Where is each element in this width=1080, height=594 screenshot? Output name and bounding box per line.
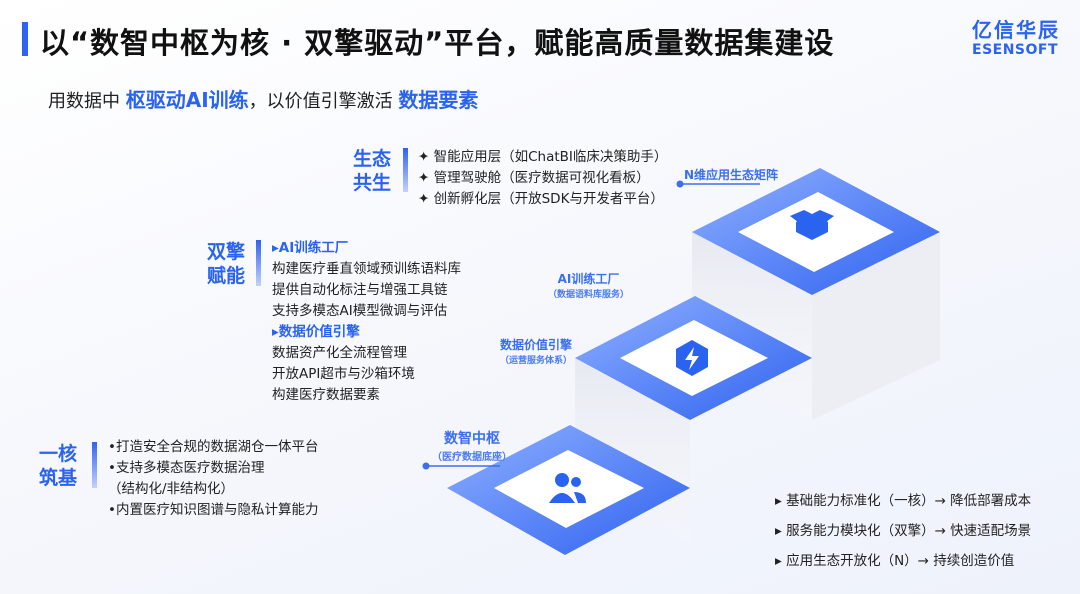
value-engine-title: 数据价值引擎 [500, 338, 573, 352]
subtitle-highlight1: 枢驱动AI训练 [125, 88, 249, 112]
summary-item: ▸ 应用生态开放化（N）→ 持续创造价值 [775, 553, 1015, 569]
ai-factory-label: AI训练工厂 （数据语料库服务） [548, 270, 629, 300]
ecosystem-item: ✦ 创新孵化层（开放SDK与开发者平台） [418, 191, 664, 207]
core-item: （结构化/非结构化） [108, 481, 235, 497]
logo-english: ESENSOFT [972, 42, 1059, 58]
summary-item: ▸ 基础能力标准化（一核）→ 降低部署成本 [775, 493, 1032, 509]
ecosystem-item: ✦ 管理驾驶舱（医疗数据可视化看板） [418, 170, 650, 186]
core-note: （医疗数据底座） [432, 452, 512, 463]
core-heading: 一核 筑基 [36, 442, 80, 490]
base-connector-dot [422, 462, 430, 470]
page-title: 以“数智中枢为核 · 双擎驱动”平台，赋能高质量数据集建设 [40, 26, 835, 60]
core-item: •支持多模态医疗数据治理 [108, 460, 265, 476]
dual-engine-heading-line1: 双擎 [206, 241, 245, 263]
core-item: •内置医疗知识图谱与隐私计算能力 [108, 502, 319, 518]
ecosystem-list: ✦ 智能应用层（如ChatBI临床决策助手） ✦ 管理驾驶舱（医疗数据可视化看板… [418, 147, 667, 210]
dual-engine-heading-line2: 赋能 [206, 265, 245, 287]
core-heading-line1: 一核 [38, 443, 77, 465]
dual-engine-item: 构建医疗垂直领域预训练语料库 [272, 261, 461, 277]
base-platform [447, 425, 690, 555]
subtitle: 用数据中 枢驱动AI训练，以价值引擎激活 数据要素 [48, 84, 478, 113]
summary-list: ▸ 基础能力标准化（一核）→ 降低部署成本 ▸ 服务能力模块化（双擎）→ 快速适… [775, 486, 1031, 576]
ecosystem-item: ✦ 智能应用层（如ChatBI临床决策助手） [418, 149, 668, 165]
ecosystem-heading-line2: 共生 [352, 172, 391, 194]
ecosystem-bar [403, 148, 408, 192]
core-heading-line2: 筑基 [38, 467, 77, 489]
value-engine-label: 数据价值引擎 （运营服务体系） [500, 336, 572, 366]
core-label: 数智中枢 （医疗数据底座） [432, 428, 512, 463]
core-list: •打造安全合规的数据湖仓一体平台 •支持多模态医疗数据治理 （结构化/非结构化）… [108, 437, 318, 521]
dual-engine-item: 开放API超市与沙箱环境 [272, 366, 415, 382]
ai-factory-title: AI训练工厂 [557, 272, 620, 286]
subtitle-part1: 用数据中 [48, 91, 126, 112]
summary-item: ▸ 服务能力模块化（双擎）→ 快速适配场景 [775, 523, 1032, 539]
users-icon [549, 473, 586, 503]
subtitle-part2: ，以价值引擎激活 [248, 91, 399, 112]
subtitle-highlight2: 数据要素 [398, 88, 479, 112]
box-icon [790, 210, 834, 240]
ecosystem-heading: 生态 共生 [350, 147, 394, 195]
dual-engine-list: ▸AI训练工厂 构建医疗垂直领域预训练语料库 提供自动化标注与增强工具链 支持多… [272, 238, 461, 406]
dual-engine-item: 提供自动化标注与增强工具链 [272, 282, 448, 298]
core-title: 数智中枢 [444, 431, 500, 447]
core-bar [92, 442, 97, 488]
dual-engine-item: 构建医疗数据要素 [272, 387, 380, 403]
top-step-label: N维应用生态矩阵 [684, 168, 779, 182]
ai-factory-subheading: ▸AI训练工厂 [272, 240, 349, 256]
logo-chinese: 亿信华辰 [972, 18, 1060, 42]
ai-factory-note: （数据语料库服务） [548, 290, 630, 300]
ecosystem-heading-line1: 生态 [352, 148, 391, 170]
core-item: •打造安全合规的数据湖仓一体平台 [108, 439, 319, 455]
dual-engine-bar [256, 240, 261, 286]
title-accent-bar [22, 22, 28, 56]
value-engine-subheading: ▸数据价值引擎 [272, 324, 360, 340]
dual-engine-item: 数据资产化全流程管理 [272, 345, 407, 361]
lightning-icon [676, 340, 708, 376]
top-connector-dot [676, 180, 684, 188]
dual-engine-heading: 双擎 赋能 [204, 240, 248, 288]
dual-engine-item: 支持多模态AI模型微调与评估 [272, 303, 448, 319]
top-step-wall-right [812, 232, 940, 420]
value-engine-note: （运营服务体系） [500, 356, 573, 366]
